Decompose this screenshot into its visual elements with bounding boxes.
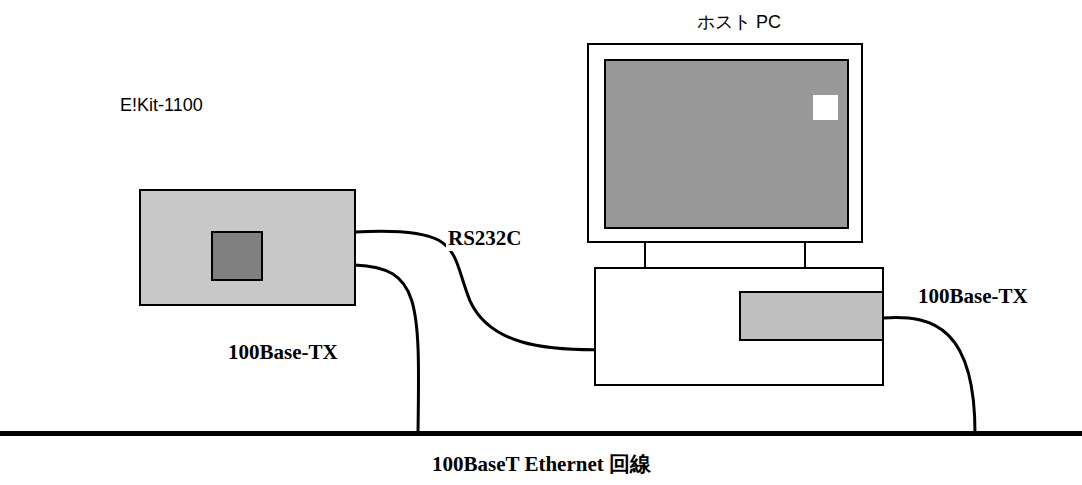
board-node: E!Kit-1100 (140, 95, 355, 305)
lan-cable (883, 317, 975, 433)
ethernet-line (0, 431, 1082, 436)
monitor-stand (645, 242, 805, 268)
port-label: 100Base-TX (226, 340, 340, 365)
node-outline (140, 95, 355, 305)
pc-node: ホスト PC (595, 10, 883, 385)
node-heading: ホスト PC (697, 10, 781, 34)
drive-slot (740, 292, 883, 340)
board-body (140, 190, 355, 305)
chip (212, 232, 262, 280)
network-caption: 100BaseT Ethernet 回線 (430, 450, 653, 478)
cable-label: RS232C (446, 226, 524, 251)
monitor-screen (605, 60, 848, 228)
monitor-frame (588, 44, 862, 242)
node-outline (595, 10, 883, 385)
pc-base (595, 268, 883, 385)
screen-window (813, 95, 838, 120)
port-label: 100Base-TX (916, 284, 1030, 309)
lan-cable (355, 265, 419, 433)
node-heading: E!Kit-1100 (120, 95, 203, 116)
